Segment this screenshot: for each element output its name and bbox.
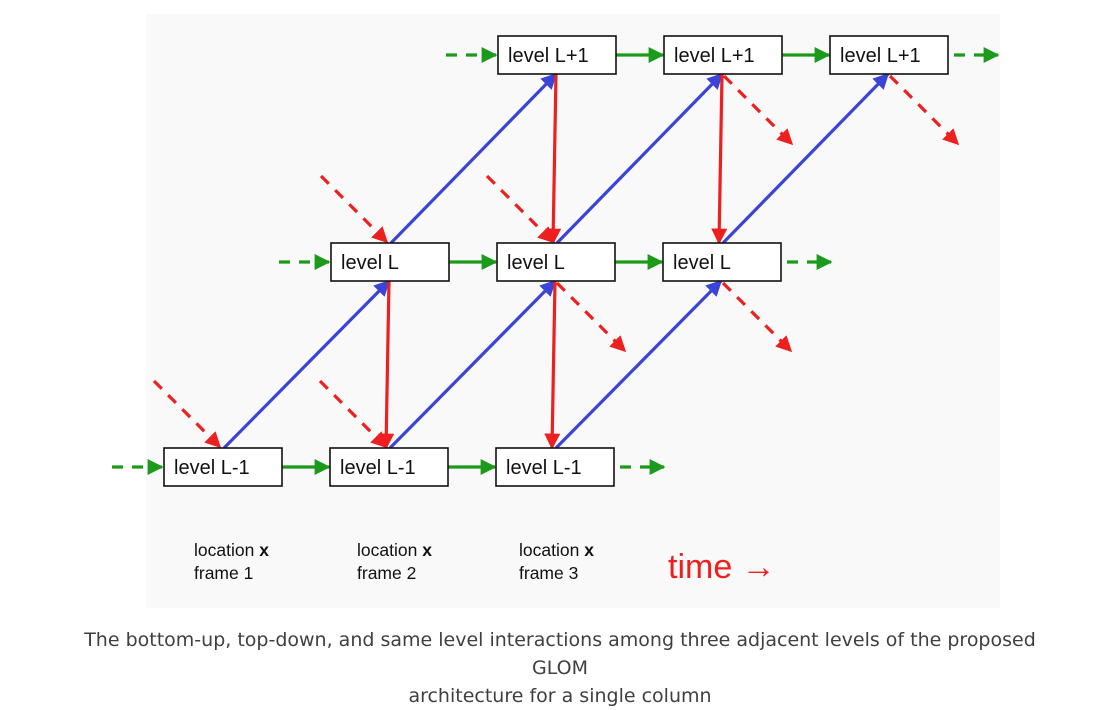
row-mid-box xyxy=(496,242,616,282)
location-variable: x xyxy=(259,540,269,560)
column-location-label: location x xyxy=(194,540,269,560)
row-bottom-box xyxy=(163,447,283,487)
top-down-outgoing-arrow xyxy=(888,74,960,146)
top-down-incoming-arrow xyxy=(485,174,555,244)
location-variable: x xyxy=(422,540,432,560)
top-down-outgoing-arrow xyxy=(722,74,794,146)
row-bottom-box xyxy=(495,447,615,487)
caption-line-1: The bottom-up, top-down, and same level … xyxy=(84,629,1036,679)
row-bottom-box-label: level L-1 xyxy=(340,457,416,479)
top-down-outgoing-arrow xyxy=(555,281,627,353)
row-bottom-box-label: level L-1 xyxy=(174,457,250,479)
row-mid-box-label: level L xyxy=(341,252,399,274)
bottom-up-arrow xyxy=(388,279,557,450)
row-mid-box-label: level L xyxy=(507,252,565,274)
bottom-up-arrow xyxy=(222,279,391,450)
row-bottom-box-label: level L-1 xyxy=(506,457,582,479)
top-down-incoming-arrow xyxy=(319,174,389,244)
row-mid-box xyxy=(662,242,782,282)
row-bottom-box xyxy=(329,447,449,487)
row-mid-box-label: level L xyxy=(673,252,731,274)
top-down-incoming-arrow xyxy=(318,379,388,449)
row-top-box xyxy=(497,35,617,75)
column-frame-label: frame 3 xyxy=(519,563,578,583)
top-down-arrow xyxy=(711,73,728,245)
bottom-up-arrow xyxy=(721,72,890,245)
location-variable: x xyxy=(584,540,594,560)
column-frame-label: frame 2 xyxy=(357,563,416,583)
diagram-background xyxy=(146,14,1000,608)
arrows-layer xyxy=(112,47,1000,475)
bottom-up-arrow xyxy=(389,72,558,245)
glom-diagram: level L+1 level L+1 level L+1 level L level … xyxy=(112,14,1000,608)
top-down-arrow xyxy=(544,280,561,450)
time-label: time → xyxy=(668,548,776,586)
row-top-box-label: level L+1 xyxy=(840,45,921,67)
top-down-arrow xyxy=(545,73,562,245)
figure-caption: The bottom-up, top-down, and same level … xyxy=(60,626,1060,710)
row-top-box xyxy=(663,35,783,75)
column-frame-label: frame 1 xyxy=(194,563,253,583)
bottom-up-arrow xyxy=(555,72,724,245)
level-boxes: level L+1 level L+1 level L+1 level L level … xyxy=(163,35,949,487)
column-labels: location x frame 1 location x frame 2 locati… xyxy=(194,540,594,583)
top-down-incoming-arrow xyxy=(152,379,222,449)
bottom-up-arrow xyxy=(554,279,723,450)
caption-line-2: architecture for a single column xyxy=(408,685,712,707)
column-location-label: location x xyxy=(357,540,432,560)
top-down-outgoing-arrow xyxy=(721,281,793,353)
row-mid-box xyxy=(330,242,450,282)
row-top-box xyxy=(829,35,949,75)
column-location-label: location x xyxy=(519,540,594,560)
row-top-box-label: level L+1 xyxy=(674,45,755,67)
top-down-arrow xyxy=(378,280,395,450)
row-top-box-label: level L+1 xyxy=(508,45,589,67)
